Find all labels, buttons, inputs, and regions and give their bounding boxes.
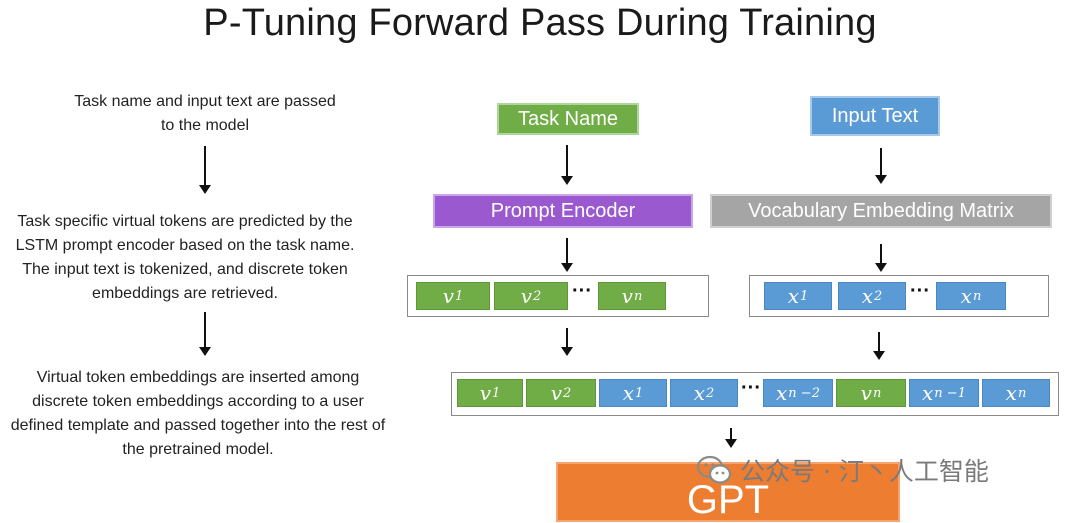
arrow-input-to-vocab bbox=[875, 148, 887, 184]
input-text-box: Input Text bbox=[810, 96, 940, 136]
arrow-combined-to-gpt bbox=[725, 428, 737, 448]
arrow-vocab-to-input bbox=[875, 244, 887, 272]
diagram-title: P-Tuning Forward Pass During Training bbox=[203, 2, 877, 44]
step-arrow-1 bbox=[199, 146, 211, 194]
step-3-text: Virtual token embeddings are inserted am… bbox=[10, 369, 386, 458]
prompt-encoder-box: Prompt Encoder bbox=[433, 194, 693, 228]
watermark-text: 公众号 · 汀丶人工智能 bbox=[740, 457, 989, 486]
task-name-box: Task Name bbox=[497, 103, 639, 135]
arrow-encoder-to-virtual bbox=[561, 238, 573, 272]
vocab-embedding-matrix-box: Vocabulary Embedding Matrix bbox=[710, 194, 1052, 228]
wechat-icon bbox=[696, 455, 732, 484]
step-2-text: Task specific virtual tokens are predict… bbox=[15, 213, 355, 302]
step-arrow-2 bbox=[199, 312, 211, 356]
ellipsis: ··· bbox=[572, 280, 592, 302]
ellipsis: ··· bbox=[741, 377, 761, 399]
ellipsis: ··· bbox=[910, 280, 930, 302]
step-1-text: Task name and input text are passed to t… bbox=[74, 93, 336, 134]
arrow-input-to-combined bbox=[873, 332, 885, 360]
arrow-task-to-encoder bbox=[561, 145, 573, 185]
watermark: 公众号 · 汀丶人工智能 bbox=[696, 452, 989, 488]
arrow-virtual-to-combined bbox=[561, 328, 573, 356]
